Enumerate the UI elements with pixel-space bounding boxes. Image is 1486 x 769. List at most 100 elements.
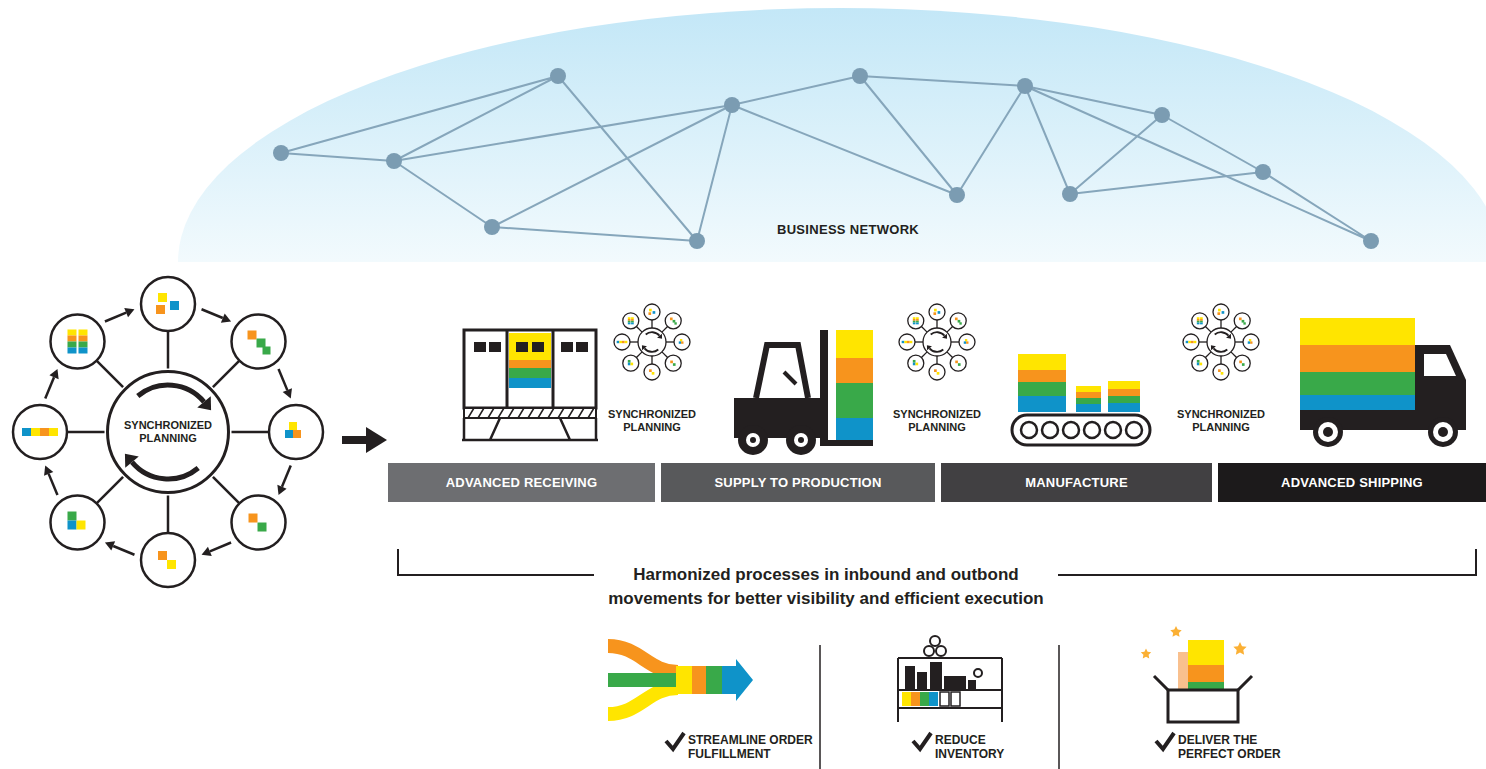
color-block: [158, 551, 167, 560]
satellite-circle: [908, 355, 924, 371]
color-block: [653, 311, 656, 314]
satellite-circle: [908, 313, 924, 329]
label-slot: STREAMLINE ORDER FULFILLMENT: [688, 733, 816, 761]
planning-hub: SYNCHRONIZED PLANNING: [106, 370, 230, 494]
satellite-circle: [1213, 364, 1229, 380]
color-block: [1217, 312, 1220, 315]
spoke: [97, 361, 124, 388]
color-block: [257, 338, 266, 347]
label-slot: SYNCHRONIZED PLANNING: [882, 408, 992, 434]
cycle-step-head: [49, 369, 58, 379]
color-block: [156, 305, 165, 314]
icon-caption: SYNCHRONIZED PLANNING: [597, 408, 707, 434]
band-label: SUPPLY TO PRODUCTION: [714, 475, 881, 491]
color-block: [1221, 372, 1224, 375]
color-block: [958, 363, 961, 366]
cycle-arc: [1213, 348, 1227, 352]
spoke: [1205, 326, 1211, 332]
color-block: [285, 430, 293, 438]
cycle-step-arrow: [113, 546, 134, 555]
benefit-label: STREAMLINE ORDER FULFILLMENT: [688, 733, 816, 761]
color-block: [913, 321, 916, 323]
satellite-circle: [1234, 313, 1250, 329]
satellite-circle: [929, 304, 945, 320]
color-block: [625, 341, 628, 343]
color-block: [1197, 321, 1200, 323]
band-label: ADVANCED RECEIVING: [446, 475, 597, 491]
satellite-circle: [665, 355, 681, 371]
spoke: [1231, 352, 1237, 358]
satellite-circle: [674, 334, 690, 350]
hub-circle: [923, 328, 951, 356]
color-block: [78, 341, 87, 347]
cycle-arc: [644, 348, 658, 352]
color-block: [1199, 363, 1202, 366]
color-block: [674, 322, 676, 324]
color-block: [40, 428, 49, 436]
cycle-step-head: [283, 388, 292, 398]
spoke: [67, 431, 105, 434]
color-block: [680, 339, 682, 341]
shelf-icon: [898, 636, 1002, 722]
spoke: [662, 352, 668, 358]
spoke: [915, 341, 923, 342]
color-block: [167, 560, 176, 569]
color-block: [1200, 317, 1203, 319]
hub-circle: [638, 328, 666, 356]
color-block: [1250, 341, 1252, 343]
color-block: [937, 372, 940, 375]
color-block: [966, 341, 968, 343]
color-block: [67, 512, 76, 521]
color-block: [1197, 317, 1200, 319]
color-block: [904, 341, 907, 343]
color-block: [1200, 323, 1203, 325]
spoke: [951, 341, 959, 342]
satellite-circle: [644, 304, 660, 320]
color-block: [934, 309, 937, 312]
icon-caption: SYNCHRONIZED PLANNING: [1166, 408, 1276, 434]
color-block: [31, 428, 40, 436]
satellite-circle: [50, 314, 104, 368]
benefit-label: REDUCE INVENTORY: [935, 733, 1025, 761]
color-block: [649, 369, 652, 372]
color-block: [648, 312, 651, 315]
cycle-step-arrow: [210, 543, 231, 552]
process-band: MANUFACTURE: [941, 463, 1212, 502]
spoke: [947, 352, 953, 358]
color-block: [649, 309, 652, 312]
network-dome: BUSINESS NETWORK: [178, 8, 1486, 262]
cycle-step-arrow: [45, 377, 54, 398]
satellite-circle: [644, 364, 660, 380]
spoke: [1235, 341, 1243, 342]
process-band: ADVANCED RECEIVING: [388, 463, 655, 502]
hub-label: SYNCHRONIZED PLANNING: [118, 419, 218, 445]
truck-icon: [1300, 318, 1466, 447]
band-label: MANUFACTURE: [1025, 475, 1128, 491]
color-block: [1200, 321, 1203, 323]
satellite-circle: [623, 355, 639, 371]
spoke: [936, 320, 937, 328]
color-block: [679, 341, 681, 343]
satellite-circle: [13, 405, 67, 459]
cycle-step-arrow: [49, 474, 58, 495]
label-slot: SYNCHRONIZED PLANNING: [597, 408, 707, 434]
cycle-step-head: [44, 466, 53, 476]
satellite-circle: [899, 334, 915, 350]
color-block: [907, 341, 910, 343]
train-icon: [462, 330, 598, 440]
color-block: [49, 428, 58, 436]
cycle-arrowhead: [1211, 345, 1216, 350]
color-block: [916, 321, 919, 323]
satellite-circle: [1192, 313, 1208, 329]
color-block: [158, 293, 167, 302]
color-block: [258, 523, 267, 532]
color-block: [1197, 323, 1200, 325]
color-block: [902, 341, 905, 343]
cycle-arrowhead: [642, 345, 647, 350]
color-block: [67, 521, 76, 530]
spoke: [1199, 341, 1207, 342]
satellite-circle: [1213, 304, 1229, 320]
band-label: ADVANCED SHIPPING: [1281, 475, 1423, 491]
planning-icon: [899, 304, 975, 380]
dome-fill: [178, 8, 1486, 262]
